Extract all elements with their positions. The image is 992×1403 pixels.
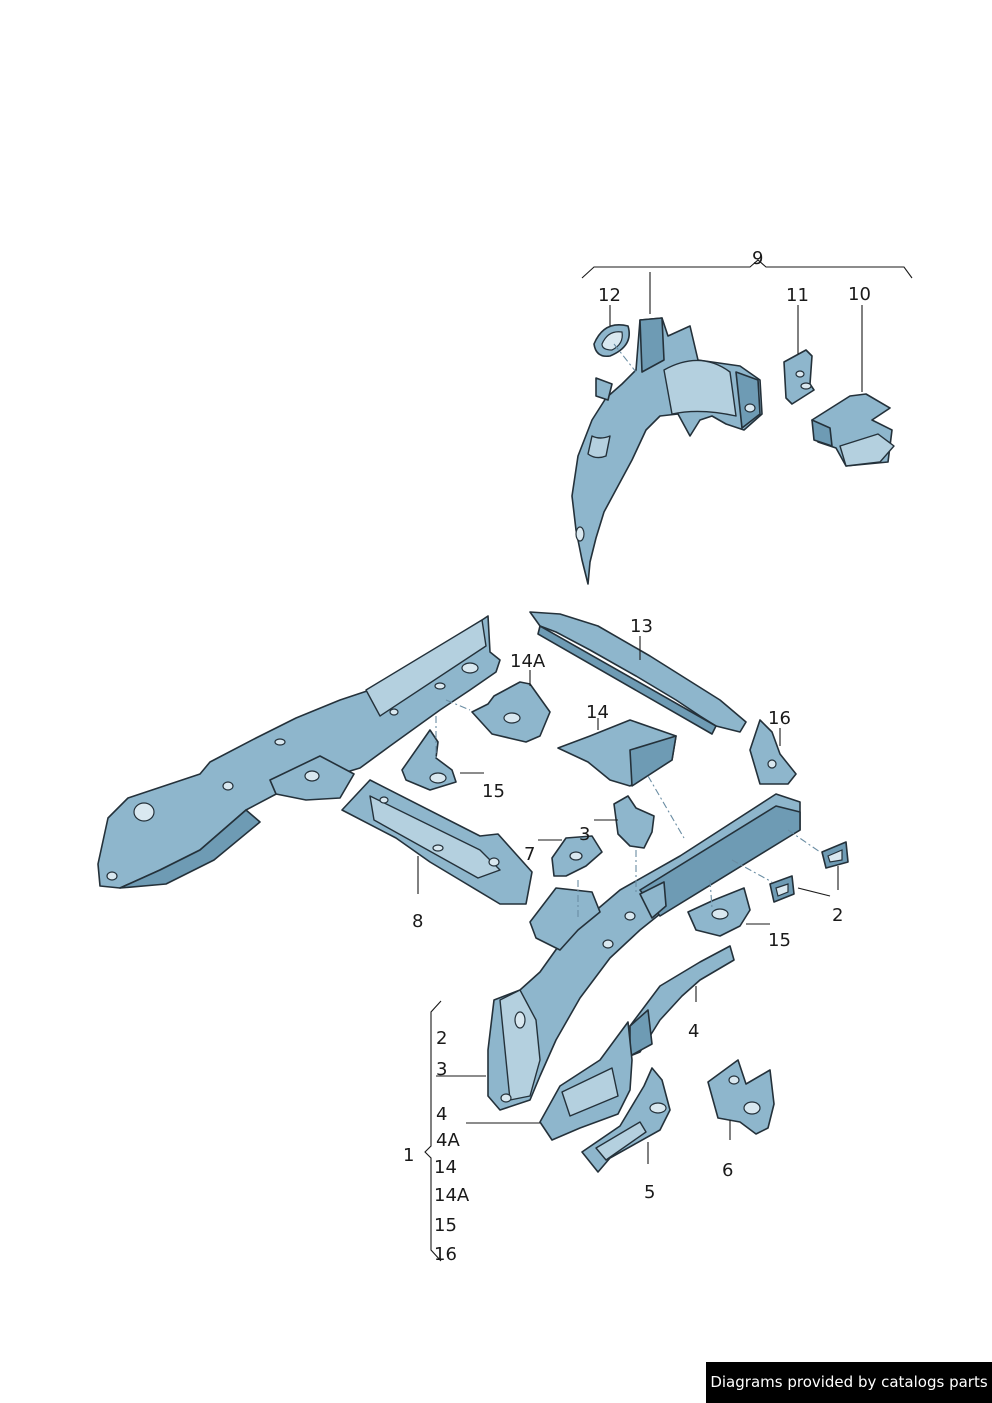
part-13-rail[interactable] [529, 611, 747, 735]
part-4A-bracket[interactable] [539, 1021, 633, 1141]
group-item: 4A [436, 1130, 460, 1151]
group-item: 3 [436, 1059, 447, 1080]
callout-6: 6 [722, 1160, 733, 1181]
callout-12: 12 [598, 285, 621, 306]
callout-4: 4 [688, 1021, 699, 1042]
callout-16: 16 [768, 708, 791, 729]
part-6-mount-plate[interactable] [707, 1059, 775, 1135]
callout-8: 8 [412, 911, 423, 932]
credit-banner: Diagrams provided by catalogs parts [706, 1362, 992, 1403]
callout-15-upper: 15 [482, 781, 505, 802]
callout-2: 2 [832, 905, 843, 926]
group-item: 16 [434, 1244, 457, 1265]
group-item: 15 [434, 1215, 457, 1236]
part-14-bracket[interactable] [557, 719, 677, 787]
callout-13: 13 [630, 616, 653, 637]
part-1-left-longitudinal-member[interactable] [97, 615, 501, 889]
callout-5: 5 [644, 1182, 655, 1203]
part-16-bracket[interactable] [749, 719, 797, 785]
part-14A-bracket[interactable] [471, 681, 551, 743]
part-2-gasket-upper[interactable] [821, 841, 849, 869]
callout-7: 7 [524, 844, 535, 865]
group-item: 2 [436, 1028, 447, 1049]
part-15-lower-bracket[interactable] [687, 887, 751, 937]
part-5-rail[interactable] [581, 1067, 671, 1173]
part-12-grommet[interactable] [593, 324, 630, 358]
part-9-wheel-housing[interactable] [571, 317, 763, 585]
callout-14A: 14A [510, 651, 546, 672]
group-item: 4 [436, 1104, 447, 1125]
part-10-support[interactable] [811, 393, 895, 467]
callout-9: 9 [752, 248, 763, 269]
group-item: 14 [434, 1157, 457, 1178]
callout-1: 1 [403, 1145, 414, 1166]
callout-14: 14 [586, 702, 609, 723]
callout-11: 11 [786, 285, 809, 306]
part-1-right-longitudinal-member[interactable] [487, 793, 801, 1111]
part-3-bracket[interactable] [613, 795, 655, 849]
part-8-cross-member[interactable] [341, 779, 533, 905]
part-4-bracket[interactable] [629, 945, 735, 1057]
part-2-gasket-lower[interactable] [769, 875, 795, 903]
callout-3: 3 [579, 824, 590, 845]
callout-15-lower: 15 [768, 930, 791, 951]
part-15-upper-bracket[interactable] [401, 729, 457, 791]
part-7-plate[interactable] [551, 835, 603, 877]
group-item: 14A [434, 1185, 470, 1206]
part-11-bracket[interactable] [783, 349, 815, 405]
callout-10: 10 [848, 284, 871, 305]
